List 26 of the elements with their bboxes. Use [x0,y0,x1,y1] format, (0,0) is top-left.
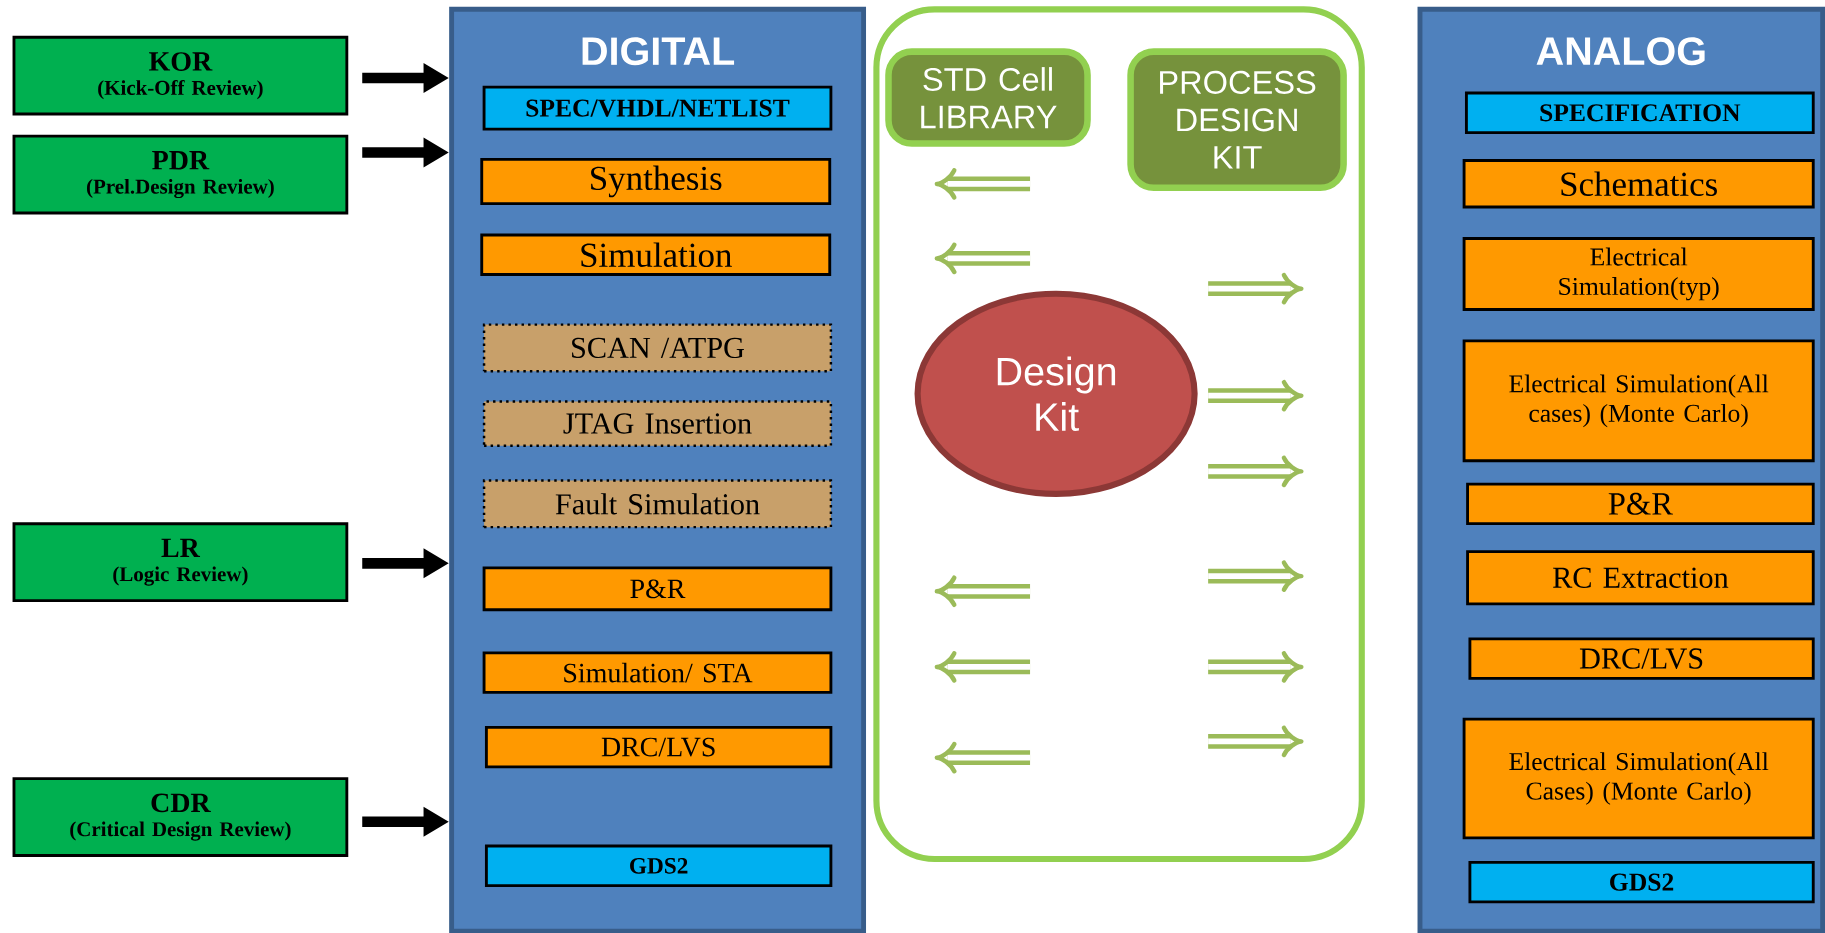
library-box: STD Cell LIBRARY [885,48,1091,147]
step-box: Simulation [480,233,832,276]
step-box: GDS2 [484,844,833,887]
step-box: Simulation/ STA [482,651,833,694]
step-box: P&R [1466,482,1815,525]
step-box: SPEC/VHDL/NETLIST [482,85,833,131]
step-box: SPECIFICATION [1465,91,1815,134]
review-box: PDR (Prel.Design Review) [12,134,349,215]
hatched-step-box: JTAG Insertion [482,399,833,447]
step-box: P&R [482,566,833,611]
library-box: PROCESS DESIGN KIT [1127,48,1347,191]
step-box: GDS2 [1468,860,1815,904]
step-box: DRC/LVS [484,725,833,769]
hatched-step-box: Fault Simulation [482,479,833,529]
step-box: Schematics [1462,158,1815,209]
step-box: RC Extraction [1466,549,1815,606]
review-box: KOR (Kick-Off Review) [12,35,349,116]
step-box: DRC/LVS [1468,637,1815,680]
review-box: CDR (Critical Design Review) [12,777,349,857]
step-box: Electrical Simulation(All cases) (Monte Carlo) [1462,339,1815,462]
step-box: Synthesis [480,157,832,205]
panel-frame [873,6,1365,862]
step-box: Electrical Simulation(typ) [1462,236,1815,311]
step-box: Electrical Simulation(All Cases) (Monte Carlo) [1462,717,1815,840]
hatched-step-box: SCAN /ATPG [482,323,833,373]
review-box: LR (Logic Review) [12,522,349,602]
